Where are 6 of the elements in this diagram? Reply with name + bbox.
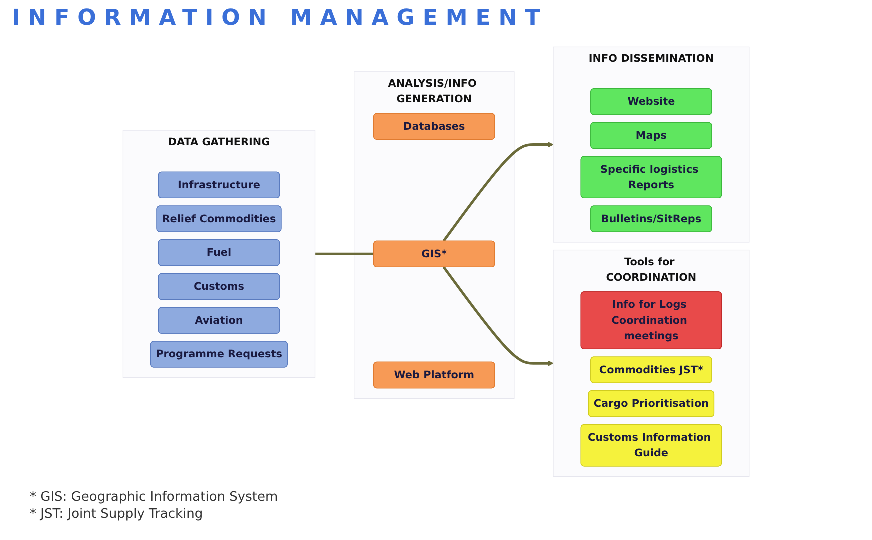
arrow [442,142,554,242]
arrow [442,266,554,366]
footnote: * GIS: Geographic Information System [30,490,278,505]
diagram-title: INFORMATION MANAGEMENT [12,6,548,31]
footnote: * JST: Joint Supply Tracking [30,507,204,522]
connector [314,252,374,256]
